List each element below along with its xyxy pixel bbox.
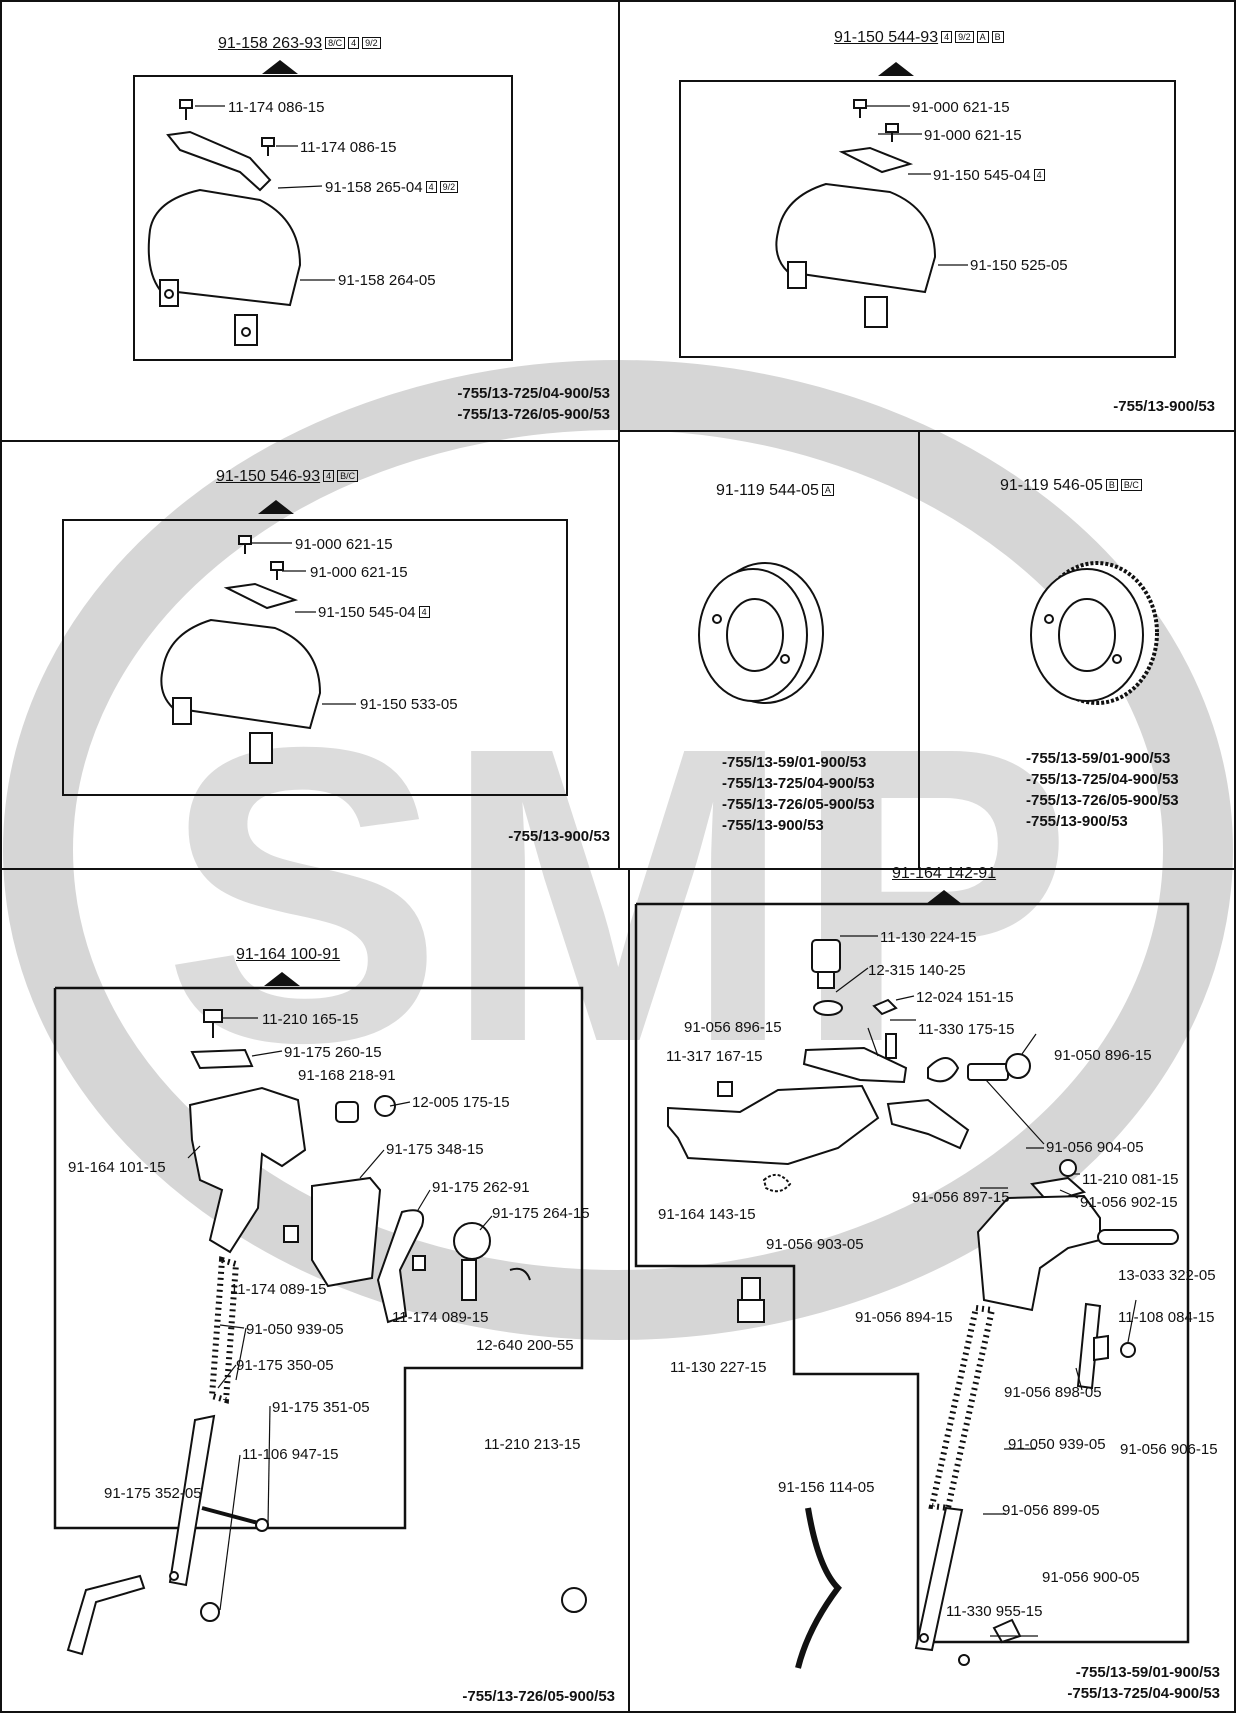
presser-foot-drawing [147,99,302,346]
part-label: 91-150 533-05 [360,696,458,713]
model-list: -755/13-900/53 [1113,398,1215,415]
part-label: 91-000 621-15 [310,564,408,581]
part-label: 11-174 086-15 [300,139,397,156]
part-label: 91-164 143-15 [658,1206,756,1223]
part-label: 91-056 906-15 [1120,1441,1218,1458]
arrow-icon [262,60,298,74]
part-label: 91-000 621-15 [295,536,393,553]
part-label: 91-175 264-15 [492,1205,590,1222]
part-label: 12-315 140-25 [868,962,966,979]
part-label: 12-024 151-15 [916,989,1014,1006]
part-label: 91-175 262-91 [432,1179,530,1196]
assembly-frame [53,986,584,1530]
assembly-number: 91-164 142-91 [892,865,997,882]
part-label: 91-175 260-15 [284,1044,382,1061]
handwheel-drawing [698,562,824,704]
part-label: 11-106 947-15 [242,1446,339,1463]
model-list: -755/13-725/04-900/53-755/13-726/05-900/… [457,385,610,423]
part-label: 11-174 086-15 [228,99,325,116]
part-label: 11-210 081-15 [1082,1171,1179,1188]
arrow-icon [264,972,300,986]
part-label: 12-640 200-55 [476,1337,574,1354]
leader-lines [835,935,1137,1637]
part-label: 91-000 621-15 [912,99,1010,116]
part-label: 91-056 902-15 [1080,1194,1178,1211]
model-list: -755/13-726/05-900/53 [462,1688,615,1705]
part-label: 91-175 350-05 [236,1357,334,1374]
part-label: 91-158 264-05 [338,272,436,289]
arrow-icon [258,500,294,514]
part-label: 91-150 525-05 [970,257,1068,274]
part-label: 11-108 084-15 [1118,1309,1215,1326]
assembly-frame [62,519,568,796]
needle-bar-drawing [66,1009,587,1656]
part-label: 13-033 322-05 [1118,1267,1216,1284]
part-label: 91-164 101-15 [68,1159,166,1176]
part-label: 91-056 897-15 [912,1189,1010,1206]
assembly-number: 91-164 100-91 [236,946,341,963]
part-label: 91-056 899-05 [1002,1502,1100,1519]
leader-lines [187,1017,493,1611]
model-list: -755/13-59/01-900/53-755/13-725/04-900/5… [1067,1664,1220,1702]
model-list: -755/13-59/01-900/53-755/13-725/04-900/5… [1026,750,1179,830]
part-label: 11-130 227-15 [670,1359,767,1376]
part-label: 91-056 894-15 [855,1309,953,1326]
presser-foot-drawing [160,535,322,764]
assembly-frame [634,902,1190,1644]
part-label: 91-050 939-05 [246,1321,344,1338]
part-label: 91-056 896-15 [684,1019,782,1036]
part-label: 11-210 165-15 [262,1011,359,1028]
presser-mechanism-drawing [667,939,1179,1669]
leader-lines [195,105,335,281]
part-label: 91-056 900-05 [1042,1569,1140,1586]
part-label: 91-050 939-05 [1008,1436,1106,1453]
part-label: 91-056 903-05 [766,1236,864,1253]
part-label: 91-175 351-05 [272,1399,370,1416]
part-label: 11-130 224-15 [880,929,977,946]
part-label: 11-330 955-15 [946,1603,1043,1620]
part-label: 11-210 213-15 [484,1436,581,1453]
part-label: 91-056 898-05 [1004,1384,1102,1401]
presser-foot-drawing [775,99,937,328]
part-label: 11-174 089-15 [392,1309,489,1326]
part-label: 12-005 175-15 [412,1094,510,1111]
assembly-frame [133,75,513,361]
part-label: 91-000 621-15 [924,127,1022,144]
assembly-frame [679,80,1176,358]
leader-lines [866,105,968,266]
model-list: -755/13-59/01-900/53-755/13-725/04-900/5… [722,754,875,834]
part-label: 91-056 904-05 [1046,1139,1144,1156]
part-label: 91-175 348-15 [386,1141,484,1158]
part-label: 91-175 352-05 [104,1485,202,1502]
part-label: 91-050 896-15 [1054,1047,1152,1064]
arrow-icon [878,62,914,76]
part-label: 11-174 089-15 [230,1281,327,1298]
handwheel-drawing [1030,561,1159,705]
part-label: 11-330 175-15 [918,1021,1015,1038]
leader-lines [250,542,356,705]
arrow-icon [926,890,962,904]
part-label: 91-168 218-91 [298,1067,396,1084]
model-list: -755/13-900/53 [508,828,610,845]
panel-7 [628,868,1236,1713]
part-label: 91-156 114-05 [778,1479,875,1496]
part-label: 11-317 167-15 [666,1048,763,1065]
